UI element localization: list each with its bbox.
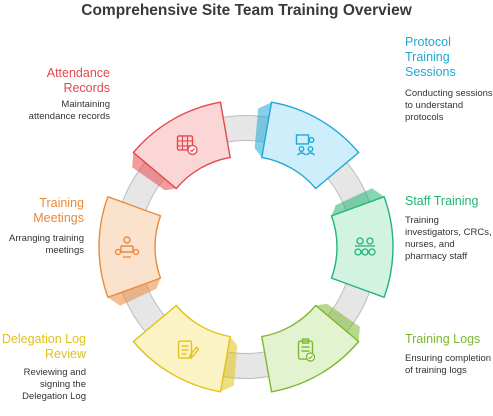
segment-block	[98, 195, 162, 299]
team-icon	[354, 237, 376, 256]
segment-block	[132, 304, 232, 393]
document-sign-icon	[177, 340, 200, 360]
label-delegation-line: Delegation Log	[1, 332, 86, 346]
label-protocol: Protocol Training Sessions	[405, 35, 456, 80]
segment-attendance	[132, 101, 232, 191]
label-staff-line: Staff Training	[405, 194, 479, 208]
segment-block	[260, 101, 360, 190]
label-logs: Training Logs	[405, 332, 480, 347]
segment-fold	[315, 303, 360, 342]
desc-line: Delegation Log	[22, 391, 86, 402]
segment-fold	[331, 188, 385, 216]
label-attendance-line: Records	[63, 81, 110, 95]
label-logs-line: Training Logs	[405, 332, 481, 346]
segment-protocol	[254, 101, 360, 190]
desc-line: Arranging training	[9, 233, 84, 244]
segment-block	[330, 195, 394, 299]
presentation-icon	[295, 134, 315, 156]
desc-line: pharmacy staff	[405, 251, 468, 262]
desc-line: Conducting sessions	[405, 88, 493, 99]
label-staff: Staff Training	[405, 194, 478, 209]
calendar-check-icon	[176, 135, 198, 156]
segment-delegation	[132, 304, 238, 393]
label-delegation-line: Review	[45, 347, 86, 361]
segment-block	[260, 304, 360, 393]
desc-line: Training	[405, 215, 439, 226]
label-protocol-line: Protocol	[405, 35, 451, 49]
segment-meetings	[98, 195, 162, 306]
label-attendance: Attendance Records	[47, 66, 110, 96]
desc-line: Ensuring completion	[405, 353, 492, 364]
label-meetings-line: Meetings	[33, 211, 84, 225]
desc-line: meetings	[45, 245, 84, 256]
desc-attendance: Maintaining attendance records	[29, 99, 110, 123]
segment-block	[132, 101, 232, 190]
label-meetings: Training Meetings	[33, 196, 84, 226]
desc-line: Maintaining	[61, 99, 110, 110]
segment-staff	[330, 188, 394, 299]
desc-delegation: Reviewing and signing the Delegation Log	[22, 367, 86, 403]
desc-line: nurses, and	[405, 239, 455, 250]
desc-staff: Training investigators, CRCs, nurses, an…	[405, 215, 492, 263]
label-delegation: Delegation Log Review	[2, 332, 86, 362]
desc-protocol: Conducting sessions to understand protoc…	[405, 88, 493, 124]
desc-line: signing the	[40, 379, 86, 390]
desc-line: attendance records	[28, 111, 110, 122]
label-meetings-line: Training	[39, 196, 84, 210]
segment-fold	[132, 152, 177, 191]
segment-fold	[220, 336, 238, 392]
desc-line: protocols	[405, 112, 444, 123]
desc-line: Reviewing and	[23, 367, 86, 378]
label-protocol-line: Sessions	[405, 65, 456, 79]
desc-line: to understand	[405, 100, 464, 111]
segment-fold	[107, 278, 161, 306]
segment-fold	[254, 102, 272, 158]
segment-logs	[260, 303, 360, 393]
desc-meetings: Arranging training meetings	[9, 233, 84, 257]
page-title: Comprehensive Site Team Training Overvie…	[81, 2, 412, 19]
clipboard-check-icon	[297, 338, 316, 362]
desc-line: investigators, CRCs,	[405, 227, 492, 238]
desc-logs: Ensuring completion of training logs	[405, 353, 491, 377]
meeting-icon	[114, 236, 140, 258]
label-attendance-line: Attendance	[46, 66, 110, 80]
desc-line: of training logs	[405, 365, 467, 376]
label-protocol-line: Training	[405, 50, 450, 64]
